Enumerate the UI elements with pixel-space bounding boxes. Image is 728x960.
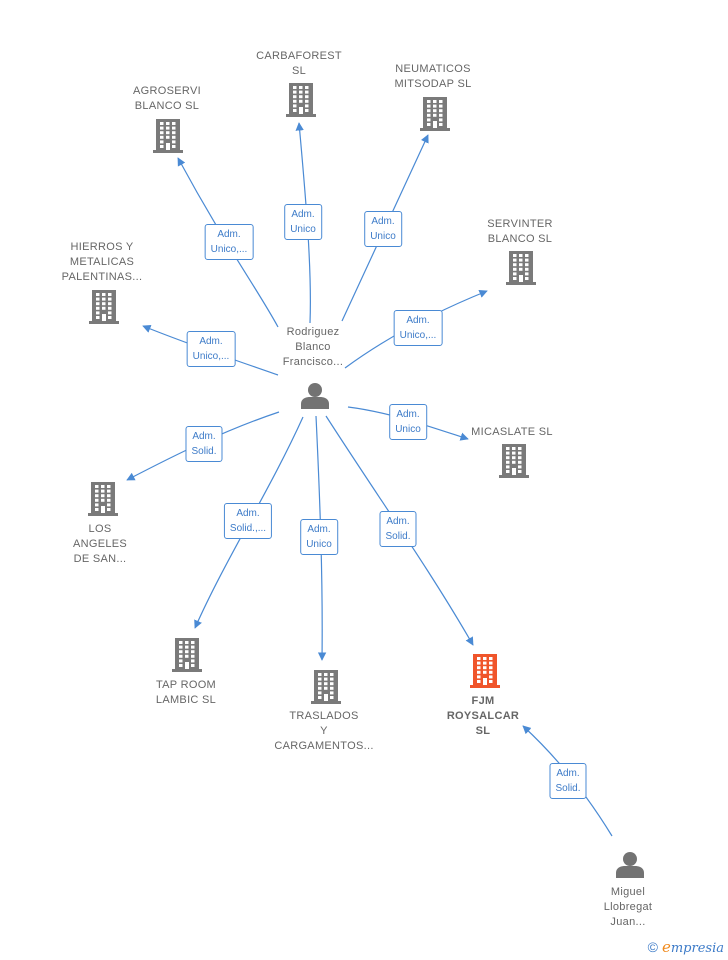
node-label-line: HIERROS Y [70, 241, 134, 253]
node-label-line: DE SAN... [73, 553, 127, 565]
node-label-line: NEUMATICOS [395, 63, 471, 75]
node-label-micaslate[interactable]: MICASLATE SL [471, 425, 553, 440]
building-icon[interactable] [499, 444, 529, 478]
edge-label-line: Unico [370, 231, 396, 242]
node-label-line: MICASLATE SL [471, 426, 553, 438]
edge-label-line: Unico,... [210, 244, 248, 255]
edge-label-taproom[interactable]: Adm. Solid.,... [223, 503, 273, 539]
node-label-hierros[interactable]: HIERROS Y METALICAS PALENTINAS... [62, 240, 143, 285]
copyright-icon: © [647, 939, 658, 955]
edge-label-fjm[interactable]: Adm. Solid. [379, 511, 417, 547]
node-label-traslados[interactable]: TRASLADOS Y CARGAMENTOS... [274, 709, 373, 754]
edge-label-line: Adm. [236, 508, 260, 519]
node-label-line: SERVINTER [487, 218, 553, 230]
building-icon[interactable] [470, 654, 500, 688]
node-label-line: METALICAS [69, 256, 135, 268]
edge-label-losangeles[interactable]: Adm. Solid. [185, 426, 223, 462]
node-label-line: FJM [471, 695, 495, 707]
node-label-line: LOS [88, 523, 112, 535]
person-icon[interactable] [616, 852, 644, 878]
node-label-line: Blanco [295, 341, 331, 353]
edge-label-line: Solid. [191, 446, 217, 457]
edge-label-line: Adm. [217, 229, 241, 240]
person-icon[interactable] [301, 383, 329, 409]
node-label-carbaforest[interactable]: CARBAFOREST SL [256, 49, 342, 79]
node-label-line: Juan... [610, 916, 646, 928]
node-label-neumaticos[interactable]: NEUMATICOS MITSODAP SL [394, 62, 471, 92]
edge-rodriguez-to-agroservi [177, 157, 279, 328]
edge-label-fjm[interactable]: Adm. Solid. [549, 763, 587, 799]
node-label-servinter[interactable]: SERVINTER BLANCO SL [487, 217, 552, 247]
building-icon[interactable] [172, 638, 202, 672]
node-label-line: Llobregat [603, 901, 653, 913]
edge-label-micaslate[interactable]: Adm. Unico [389, 404, 427, 440]
node-label-line: Miguel [610, 886, 646, 898]
node-label-line: SL [291, 65, 307, 77]
node-label-line: ANGELES [72, 538, 128, 550]
edge-label-line: Adm. [291, 209, 315, 220]
edge-label-line: Adm. [199, 336, 223, 347]
edge-label-line: Adm. [556, 768, 580, 779]
node-label-line: CARGAMENTOS... [274, 740, 374, 752]
node-label-agroservi[interactable]: AGROSERVI BLANCO SL [133, 84, 201, 114]
node-label-line: CARBAFOREST [256, 50, 342, 62]
edge-label-line: Adm. [396, 409, 420, 420]
edge-label-servinter[interactable]: Adm. Unico,... [393, 310, 443, 346]
edge-label-line: Adm. [192, 431, 216, 442]
building-icon[interactable] [420, 97, 450, 131]
building-icon[interactable] [506, 251, 536, 285]
brand-name: mpresia [670, 941, 724, 956]
icons-layer [88, 83, 644, 878]
edge-label-line: Unico [290, 224, 316, 235]
building-icon[interactable] [89, 290, 119, 324]
node-label-line: TRASLADOS [289, 710, 359, 722]
node-label-line: BLANCO SL [134, 100, 200, 112]
building-icon[interactable] [153, 119, 183, 153]
edge-label-carbaforest[interactable]: Adm. Unico [284, 204, 322, 240]
edge-label-line: Solid.,... [229, 523, 267, 534]
building-icon[interactable] [286, 83, 316, 117]
node-label-line: ROYSALCAR [446, 710, 520, 722]
node-label-line: MITSODAP SL [394, 78, 472, 90]
node-label-losangeles[interactable]: LOS ANGELES DE SAN... [73, 522, 127, 567]
building-icon[interactable] [88, 482, 118, 516]
edge-label-neumaticos[interactable]: Adm. Unico [364, 211, 402, 247]
node-label-taproom[interactable]: TAP ROOM LAMBIC SL [156, 678, 216, 708]
node-label-line: SL [475, 725, 491, 737]
node-label-fjm[interactable]: FJM ROYSALCAR SL [447, 694, 519, 739]
building-icon[interactable] [311, 670, 341, 704]
edge-label-line: Unico,... [192, 351, 230, 362]
edge-label-line: Unico [395, 424, 421, 435]
edge-label-line: Adm. [307, 524, 331, 535]
edge-label-agroservi[interactable]: Adm. Unico,... [204, 224, 254, 260]
node-label-line: Y [320, 725, 328, 737]
node-label-line: PALENTINAS... [61, 271, 143, 283]
node-label-line: Francisco... [282, 356, 344, 368]
brand-initial: e [661, 938, 671, 956]
edge-label-line: Unico,... [399, 330, 437, 341]
empresia-watermark[interactable]: ©empresia [648, 938, 724, 956]
edge-label-line: Adm. [371, 216, 395, 227]
edge-label-hierros[interactable]: Adm. Unico,... [186, 331, 236, 367]
edge-label-line: Unico [306, 539, 332, 550]
node-label-line: Rodriguez [286, 326, 340, 338]
edge-label-traslados[interactable]: Adm. Unico [300, 519, 338, 555]
edge-label-line: Adm. [386, 516, 410, 527]
node-label-line: TAP ROOM [155, 679, 217, 691]
node-label-line: BLANCO SL [487, 233, 553, 245]
edge-label-line: Adm. [406, 315, 430, 326]
edge-label-line: Solid. [555, 783, 581, 794]
node-label-line: AGROSERVI [133, 85, 201, 97]
node-label-line: LAMBIC SL [155, 694, 217, 706]
edge-label-line: Solid. [385, 531, 411, 542]
